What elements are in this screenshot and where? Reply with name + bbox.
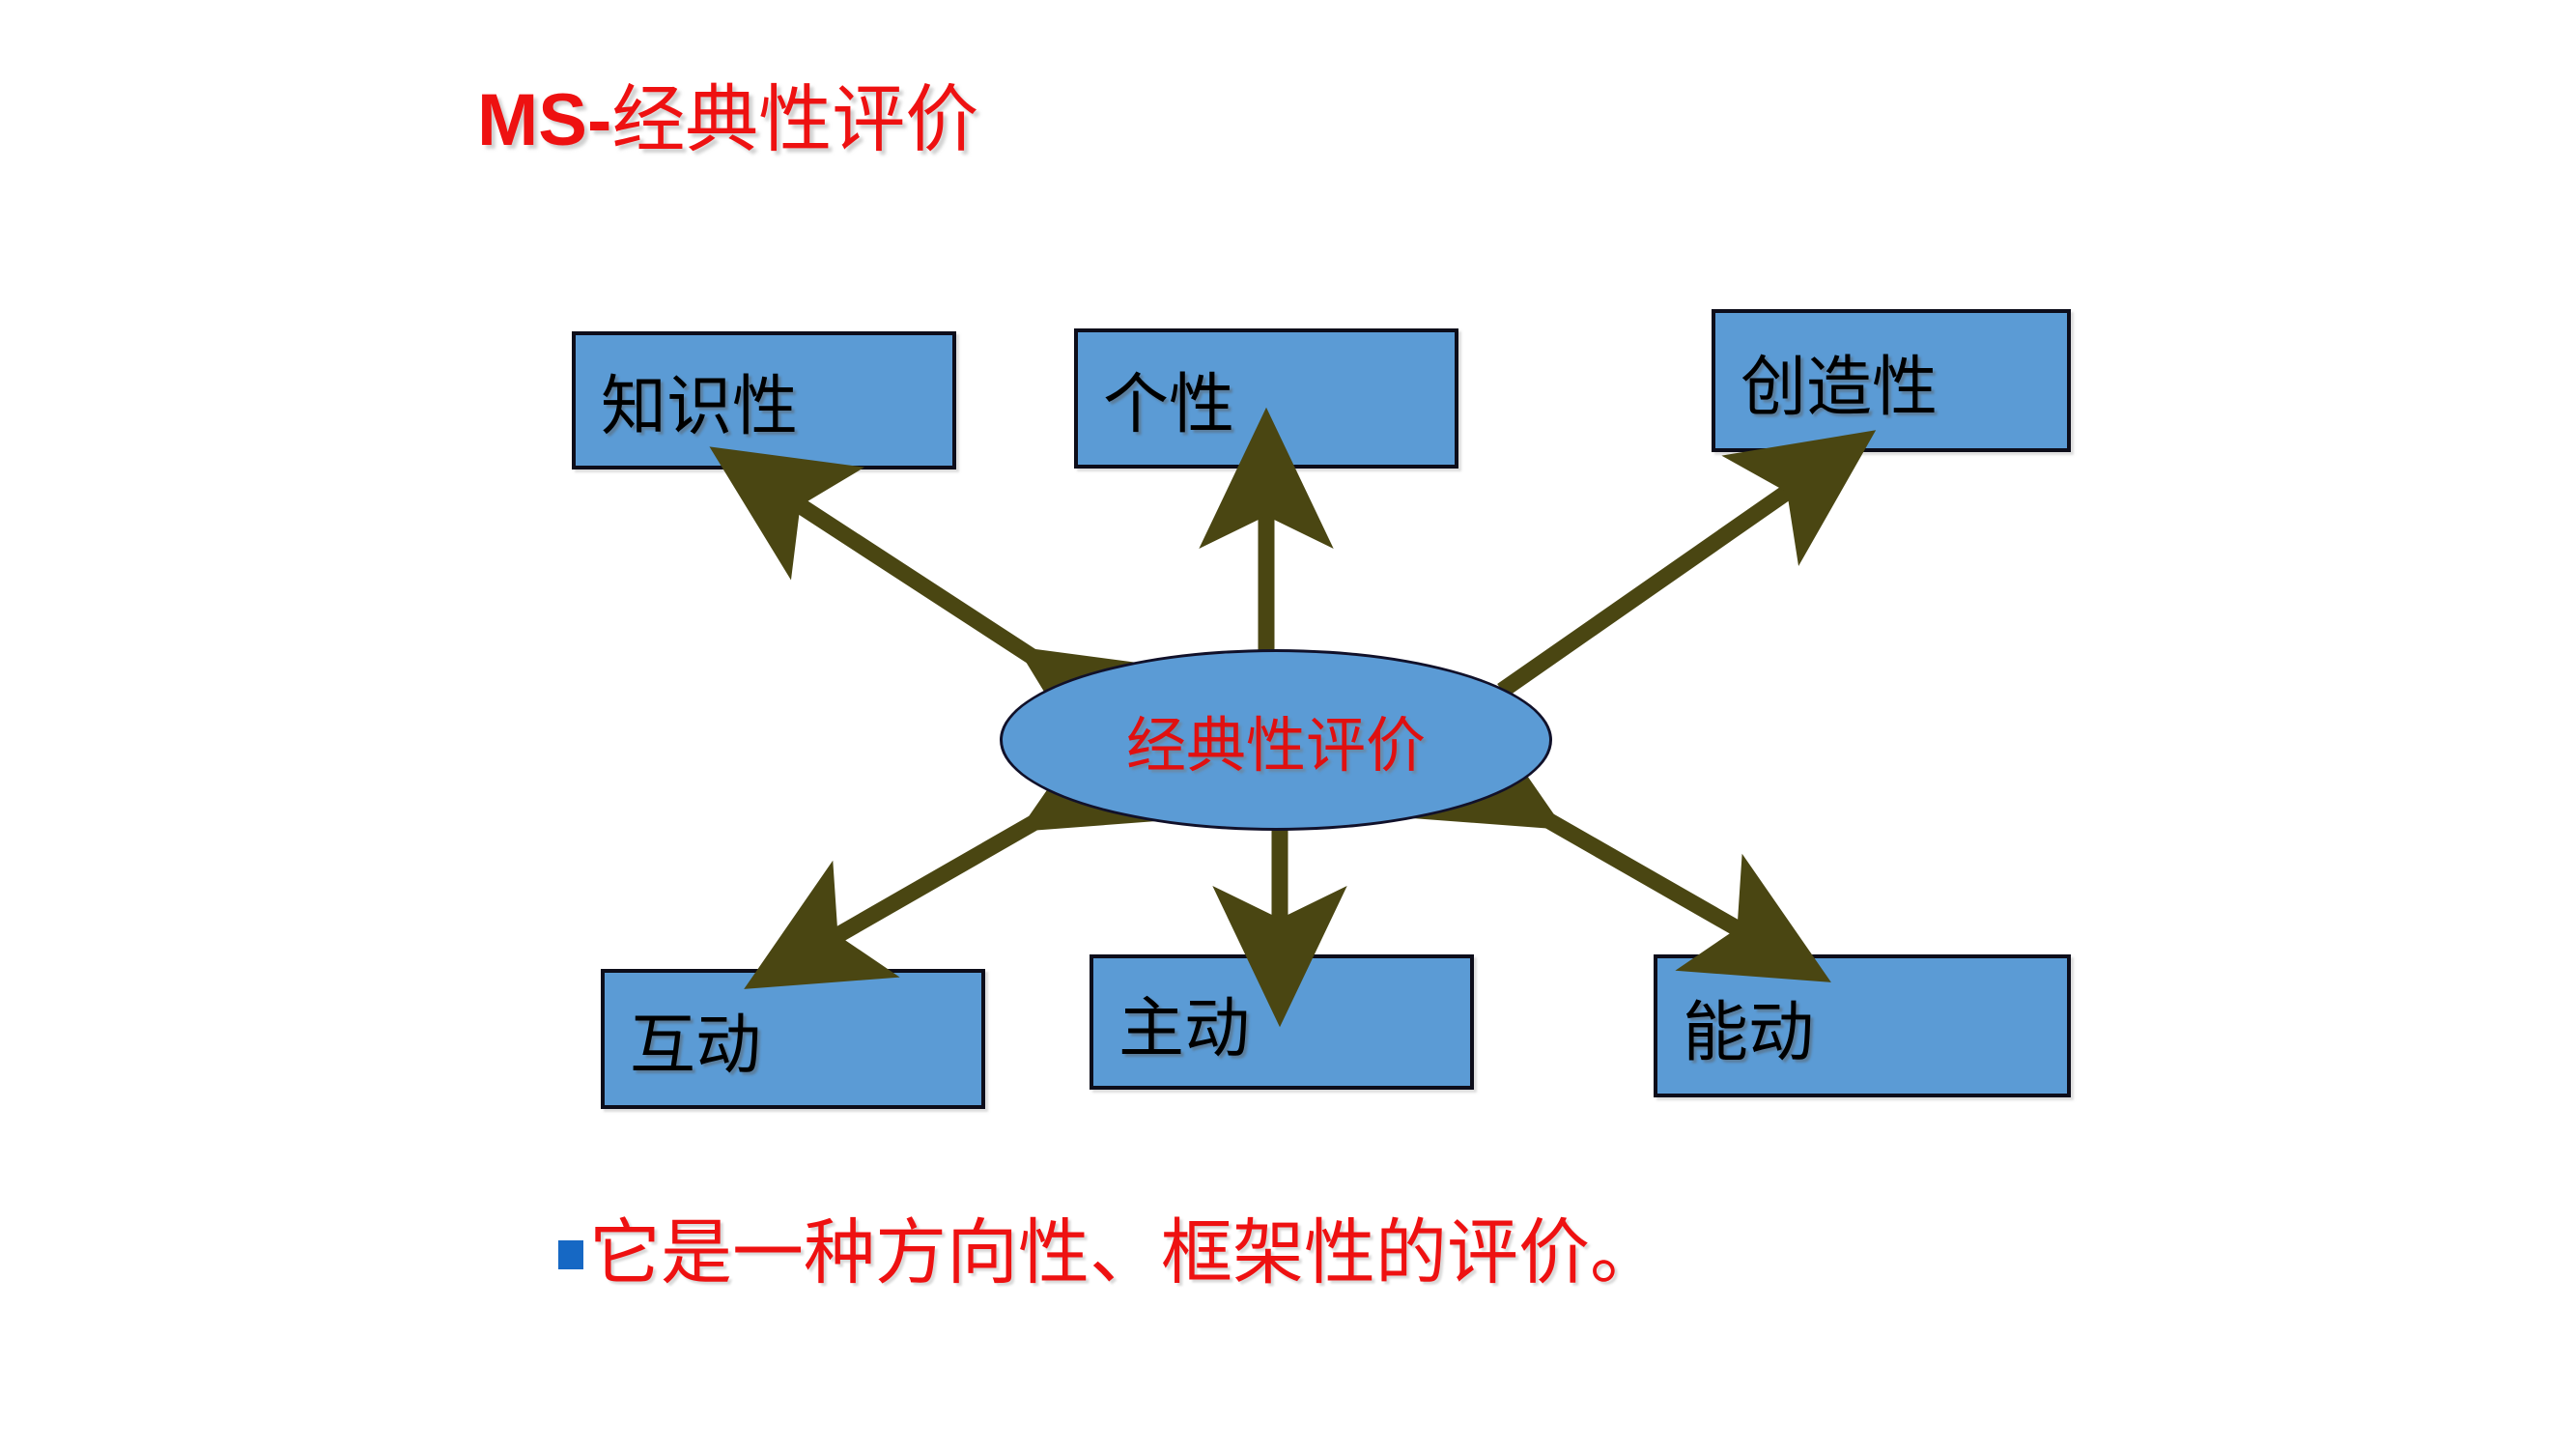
arrow-center-to-creativity xyxy=(1497,430,1877,697)
square-bullet-icon xyxy=(558,1239,583,1269)
arrow-center-to-interactive xyxy=(744,702,1175,989)
node-interactive-label: 互动 xyxy=(630,1009,762,1082)
node-knowledge-label: 知识性 xyxy=(601,370,799,443)
node-creativity-label: 创造性 xyxy=(1741,350,1939,424)
bullet-text: 它是一种方向性、框架性的评价。 xyxy=(589,1214,1661,1294)
node-knowledge[interactable]: 知识性 xyxy=(572,331,956,469)
node-dynamic[interactable]: 能动 xyxy=(1654,954,2071,1097)
bullet-line: 它是一种方向性、框架性的评价。 xyxy=(558,1214,1661,1294)
page-title: MS-经典性评价 xyxy=(477,82,978,160)
center-node-label: 经典性评价 xyxy=(1125,714,1426,780)
arrow-center-to-knowledge xyxy=(709,446,1173,781)
node-interactive[interactable]: 互动 xyxy=(601,969,985,1109)
page-title-latin: MS- xyxy=(477,79,612,161)
page-title-han: 经典性评价 xyxy=(611,80,979,161)
node-creativity[interactable]: 创造性 xyxy=(1712,309,2071,452)
node-dynamic-label: 能动 xyxy=(1683,995,1815,1069)
center-node-ellipse[interactable]: 经典性评价 xyxy=(1000,649,1552,831)
arrow-center-to-dynamic xyxy=(1408,700,1831,982)
